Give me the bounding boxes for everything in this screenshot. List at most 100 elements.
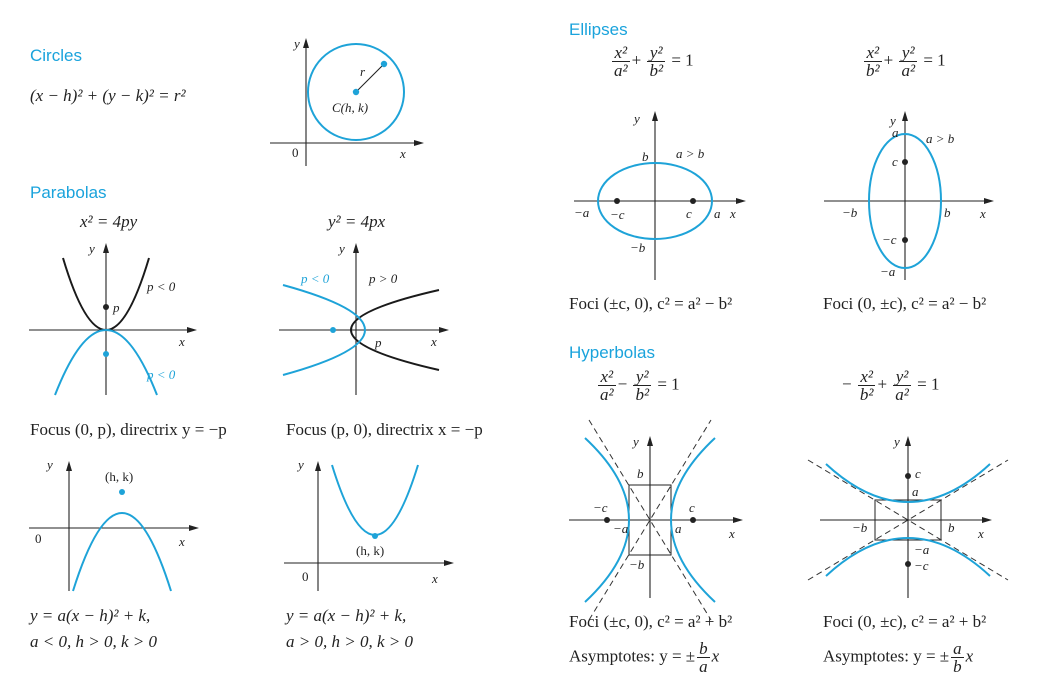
- parabola-side-x-label: x: [430, 334, 437, 349]
- vertex-down-curve: [72, 512, 172, 592]
- hyper-v-a-label: a: [912, 484, 919, 499]
- parabola-right-curve-black: [350, 289, 440, 371]
- hyper-v-x-label: x: [977, 526, 984, 541]
- ellipse-h-nc-label: −c: [610, 207, 625, 222]
- section-title-hyperbolas: Hyperbolas: [569, 343, 655, 362]
- ellipse-v-nb-label: −b: [842, 205, 858, 220]
- parabola-side-caption: Focus (p, 0), directrix x = −p: [286, 420, 483, 439]
- hyper-v-b-label: b: [948, 520, 955, 535]
- parabola-up-caption: Focus (0, p), directrix y = −p: [30, 420, 227, 439]
- parabola-up-equation: x² = 4py: [80, 212, 138, 231]
- hyper-h-caption: Foci (±c, 0), c² = a² + b²: [569, 612, 733, 631]
- ellipse-h-y-label: y: [632, 111, 640, 126]
- circle-graph: y x 0 r C(h, k): [270, 36, 424, 166]
- ellipse-h-x-label: x: [729, 206, 736, 221]
- hyper-h-nb-label: −b: [629, 557, 645, 572]
- parabola-up-graph: y x p p < 0 p < 0: [29, 241, 197, 396]
- vertex-down-y-label: y: [45, 457, 53, 472]
- circle-curve: [307, 43, 405, 141]
- hyper-v-curve-bottom: [825, 537, 991, 577]
- circle-r-label: r: [360, 64, 366, 79]
- hyper-h-a-label: a: [675, 521, 682, 536]
- hyper-v-asymptote-2: [807, 459, 1009, 581]
- hyper-v-c-label: c: [915, 466, 921, 481]
- ellipse-h-ab-label: a > b: [676, 146, 705, 161]
- parabola-side-pgt-label: p > 0: [368, 271, 398, 286]
- parabola-up-y-label: y: [87, 241, 95, 256]
- vertex-up-point: [372, 533, 378, 539]
- hyper-v-asymptote-1: [807, 459, 1009, 581]
- parabola-up-focus: [103, 304, 109, 310]
- ellipse-v-nc-label: −c: [882, 232, 897, 247]
- circle-radius: [355, 63, 385, 93]
- parabola-side-p-label: p: [374, 335, 382, 350]
- parabola-up-p-label: p: [112, 300, 120, 315]
- hyper-v-box: [874, 499, 942, 541]
- hyper-v-nc-label: −c: [914, 558, 929, 573]
- vertex-up-x-label: x: [431, 571, 438, 586]
- vertex-up-line2: a > 0, h > 0, k > 0: [286, 632, 413, 651]
- hyper-h-curve-left: [584, 437, 630, 603]
- section-title-parabolas: Parabolas: [30, 183, 107, 202]
- circle-x-label: x: [399, 146, 406, 161]
- hyper-h-focus-right: [690, 517, 696, 523]
- ellipse-h-focus-left: [614, 198, 620, 204]
- hyper-v-focus-top: [905, 473, 911, 479]
- vertex-up-line1: y = a(x − h)² + k,: [286, 606, 407, 625]
- parabola-side-equation: y² = 4px: [328, 212, 386, 231]
- circle-equation: (x − h)² + (y − k)² = r²: [30, 86, 186, 105]
- vertex-up-y-label: y: [296, 457, 304, 472]
- ellipse-v-a-label: a: [892, 125, 899, 140]
- hyper-v-y-label: y: [892, 434, 900, 449]
- ellipse-h-curve: [597, 162, 713, 240]
- vertex-down-hk-label: (h, k): [105, 469, 133, 484]
- hyper-h-nc-label: −c: [593, 500, 608, 515]
- vertex-down-line2: a < 0, h > 0, k > 0: [30, 632, 157, 651]
- parabola-down-curve-blue: [54, 329, 158, 396]
- parabola-side-y-label: y: [337, 241, 345, 256]
- hyper-h-asymptote-1: [588, 419, 712, 621]
- ellipse-h-nb-label: −b: [630, 240, 646, 255]
- ellipse-h-graph: y x b a > b −a −c c a −b: [574, 111, 746, 280]
- ellipse-h-b-label: b: [642, 149, 649, 164]
- vertex-up-graph: y x 0 (h, k): [284, 457, 454, 591]
- ellipse-v-focus-top: [902, 159, 908, 165]
- hyper-v-graph: y x c a −b b −a −c: [807, 434, 1009, 598]
- parabola-down-plt-label: p < 0: [146, 367, 176, 382]
- vertex-up-curve: [331, 464, 419, 536]
- circle-y-label: y: [292, 36, 300, 51]
- parabola-side-plt-label: p < 0: [300, 271, 330, 286]
- hyper-h-b-label: b: [637, 466, 644, 481]
- vertex-down-origin-label: 0: [35, 531, 42, 546]
- ellipse-v-caption: Foci (0, ±c), c² = a² − b²: [823, 294, 987, 313]
- circle-center-point: [352, 88, 360, 96]
- ellipse-h-c-label: c: [686, 206, 692, 221]
- circle-edge-point: [380, 60, 388, 68]
- ellipse-v-y-label: y: [888, 113, 896, 128]
- section-title-ellipses: Ellipses: [569, 20, 628, 39]
- ellipse-h-a-label: a: [714, 206, 721, 221]
- hyper-v-curve-top: [825, 463, 991, 503]
- ellipse-h-caption: Foci (±c, 0), c² = a² − b²: [569, 294, 733, 313]
- ellipse-v-curve: [868, 133, 942, 269]
- hyper-h-x-label: x: [728, 526, 735, 541]
- ellipse-v-graph: y x a a > b c −b b −c −a: [824, 111, 994, 280]
- vertex-up-origin-label: 0: [302, 569, 309, 584]
- hyper-v-na-label: −a: [914, 542, 930, 557]
- vertex-down-x-label: x: [178, 534, 185, 549]
- hyper-h-curve-right: [670, 437, 716, 603]
- ellipse-v-focus-bottom: [902, 237, 908, 243]
- hyper-v-caption: Foci (0, ±c), c² = a² + b²: [823, 612, 987, 631]
- hyper-h-focus-left: [604, 517, 610, 523]
- hyper-v-nb-label: −b: [852, 520, 868, 535]
- parabola-left-curve-blue: [282, 284, 366, 376]
- hyper-h-graph: y x b −c c −a a −b: [569, 419, 743, 621]
- circle-center-label: C(h, k): [332, 100, 368, 115]
- ellipse-h-na-label: −a: [574, 205, 590, 220]
- ellipse-v-x-label: x: [979, 206, 986, 221]
